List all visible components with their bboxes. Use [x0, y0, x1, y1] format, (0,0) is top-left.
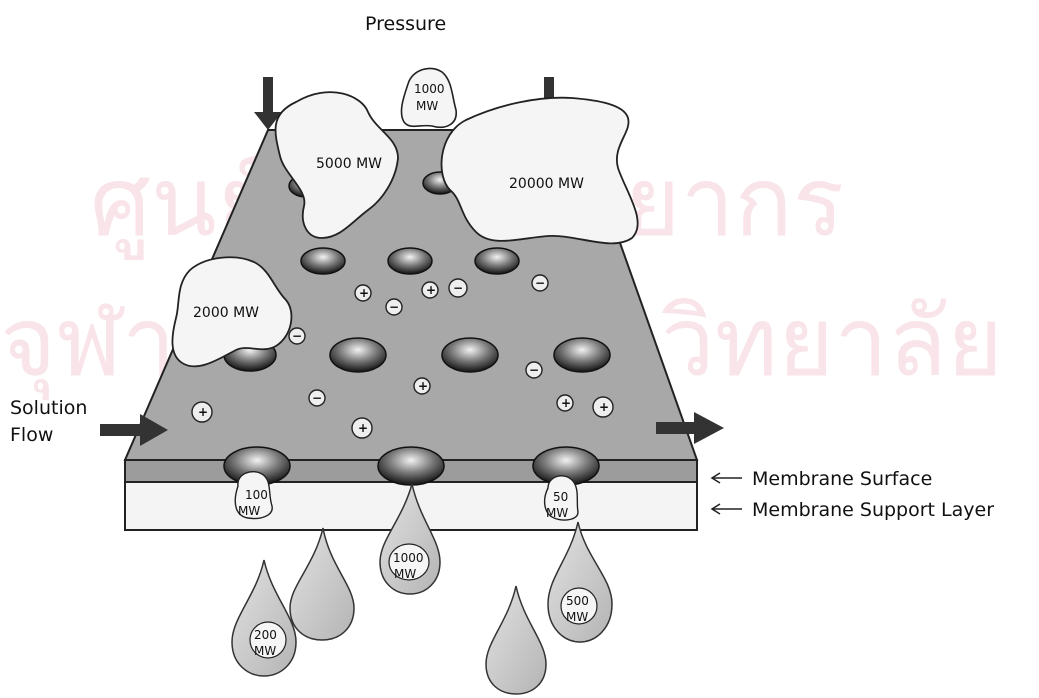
pressure-label: Pressure — [365, 13, 446, 35]
molecule-1000-label-line-1: 1000 — [414, 82, 445, 96]
positive-ion: + — [593, 397, 613, 417]
molecule-100-label-line-1: 100 — [245, 488, 268, 502]
negative-ion: − — [386, 299, 402, 315]
pore — [301, 248, 345, 274]
svg-text:+: + — [198, 405, 208, 419]
pore — [378, 447, 444, 485]
positive-ion: + — [355, 285, 371, 301]
molecule-50-label-line-1: 50 — [553, 490, 568, 504]
svg-text:−: − — [453, 281, 463, 295]
molecule-50-label-line-2: MW — [546, 506, 568, 520]
svg-text:MW: MW — [566, 610, 588, 624]
svg-text:−: − — [292, 329, 302, 343]
svg-text:−: − — [312, 391, 322, 405]
molecule-1000-mw: 1000 MW — [401, 68, 456, 127]
molecule-1000-label-line-2: MW — [416, 99, 438, 113]
membrane-support-label: Membrane Support Layer — [752, 499, 994, 521]
svg-text:−: − — [535, 276, 545, 290]
positive-ion: + — [557, 395, 573, 411]
svg-text:200: 200 — [254, 628, 277, 642]
drop-1000-mw-label: 1000 MW — [389, 544, 429, 581]
positive-ion: + — [414, 378, 430, 394]
molecule-20000-mw: 20000 MW — [442, 98, 638, 244]
pore — [442, 338, 498, 372]
negative-ion: − — [289, 328, 305, 344]
negative-ion: − — [526, 362, 542, 378]
pore — [554, 338, 610, 372]
svg-text:+: + — [359, 286, 369, 300]
molecule-100-label-line-2: MW — [238, 504, 260, 518]
svg-text:+: + — [599, 400, 609, 414]
svg-text:MW: MW — [394, 567, 416, 581]
svg-text:+: + — [418, 379, 428, 393]
svg-text:−: − — [389, 300, 399, 314]
positive-ion: + — [352, 418, 372, 438]
svg-text:+: + — [358, 421, 368, 435]
molecule-20000-label: 20000 MW — [509, 176, 584, 192]
membrane-surface-callout: Membrane Surface — [712, 468, 932, 490]
molecule-50-mw: 50 MW — [545, 476, 578, 520]
negative-ion: − — [309, 390, 325, 406]
positive-ion: + — [422, 282, 438, 298]
pore — [475, 248, 519, 274]
positive-ion: + — [192, 402, 212, 422]
permeate-drop — [486, 586, 546, 694]
svg-text:1000: 1000 — [393, 551, 424, 565]
pore — [330, 338, 386, 372]
permeate-drop — [290, 528, 354, 640]
membrane-support-callout: Membrane Support Layer — [712, 499, 994, 521]
solution-flow-label-line-1: Solution — [10, 397, 87, 419]
molecule-5000-label: 5000 MW — [316, 156, 382, 172]
membrane-surface-label: Membrane Surface — [752, 468, 932, 490]
svg-text:MW: MW — [254, 644, 276, 658]
negative-ion: − — [532, 275, 548, 291]
molecule-2000-label: 2000 MW — [193, 305, 259, 321]
negative-ion: − — [449, 279, 467, 297]
solution-flow-label-line-2: Flow — [10, 424, 53, 446]
svg-text:+: + — [561, 396, 571, 410]
svg-text:+: + — [426, 283, 436, 297]
drop-500-mw-label: 500 MW — [561, 588, 597, 624]
pore — [388, 248, 432, 274]
svg-text:−: − — [529, 363, 539, 377]
drop-200-mw-label: 200 MW — [250, 622, 286, 658]
permeate-drop — [232, 560, 296, 676]
svg-text:500: 500 — [566, 594, 589, 608]
molecule-100-mw: 100 MW — [235, 472, 272, 519]
